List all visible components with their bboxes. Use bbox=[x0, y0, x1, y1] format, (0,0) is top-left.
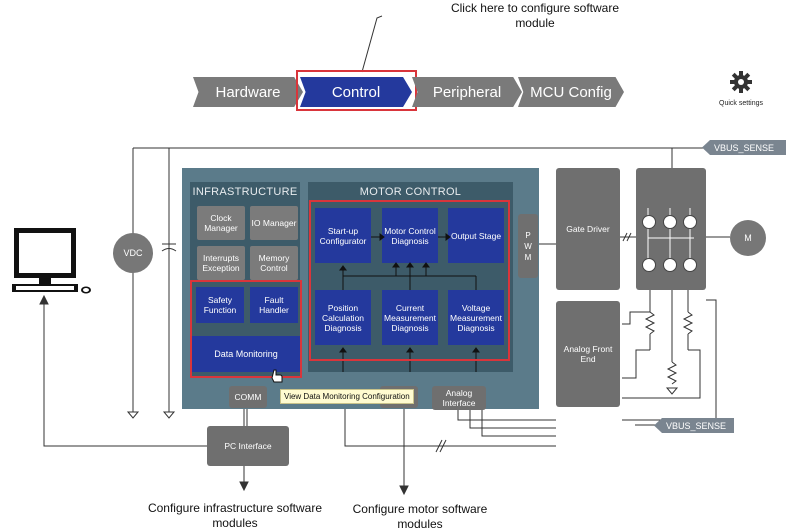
mosfet-icon bbox=[642, 258, 656, 272]
analog-front-end-box: Analog Front End bbox=[556, 301, 620, 407]
step-control[interactable]: Control bbox=[300, 77, 412, 107]
motor-circle: M bbox=[730, 220, 766, 256]
pwm-block[interactable]: P W M bbox=[518, 214, 538, 278]
comm-box[interactable]: COMM bbox=[229, 386, 267, 408]
gear-icon bbox=[730, 71, 752, 93]
clock-manager-box[interactable]: Clock Manager bbox=[197, 206, 245, 240]
motor-control-title: MOTOR CONTROL bbox=[359, 186, 462, 198]
analog-interface-box[interactable]: Analog Interface bbox=[432, 386, 486, 410]
infrastructure-title: INFRASTRUCTURE bbox=[192, 186, 298, 198]
output-stage-box[interactable]: Output Stage bbox=[448, 208, 504, 263]
data-monitoring-box[interactable]: Data Monitoring bbox=[192, 336, 300, 372]
mosfet-icon bbox=[663, 258, 677, 272]
voltage-measurement-box[interactable]: Voltage Measurement Diagnosis bbox=[448, 290, 504, 345]
data-monitoring-tooltip: View Data Monitoring Configuration bbox=[280, 389, 414, 404]
quick-settings-button[interactable]: Quick settings bbox=[712, 70, 770, 107]
quick-settings-label: Quick settings bbox=[719, 100, 763, 107]
step-peripheral[interactable]: Peripheral bbox=[412, 77, 522, 107]
motor-callout: Configure motor software modules bbox=[352, 502, 488, 531]
step-hardware[interactable]: Hardware bbox=[193, 77, 303, 107]
motor-control-arrows bbox=[339, 233, 480, 372]
computer-icon bbox=[12, 228, 91, 294]
mosfet-icon bbox=[642, 215, 656, 229]
vbus-sense-tag-bottom: VBUS_SENSE bbox=[654, 418, 734, 433]
position-calculation-box[interactable]: Position Calculation Diagnosis bbox=[315, 290, 371, 345]
vdc-source: VDC bbox=[113, 233, 153, 273]
mosfet-icon bbox=[683, 258, 697, 272]
vbus-sense-tag-top: VBUS_SENSE bbox=[702, 140, 786, 155]
interrupts-box[interactable]: Interrupts Exception bbox=[197, 246, 245, 280]
hand-cursor-icon bbox=[271, 369, 283, 383]
mosfet-icon bbox=[683, 215, 697, 229]
safety-function-box[interactable]: Safety Function bbox=[196, 287, 244, 323]
mosfet-icon bbox=[663, 215, 677, 229]
pc-interface-box[interactable]: PC Interface bbox=[207, 426, 289, 466]
gate-driver-box: Gate Driver bbox=[556, 168, 620, 290]
infrastructure-callout: Configure infrastructure software module… bbox=[147, 501, 323, 530]
step-mcu-config[interactable]: MCU Config bbox=[518, 77, 624, 107]
startup-configurator-box[interactable]: Start-up Configurator bbox=[315, 208, 371, 263]
motor-control-highlight bbox=[309, 200, 510, 361]
io-manager-box[interactable]: IO Manager bbox=[250, 206, 298, 240]
configure-software-callout: Click here to configure software module bbox=[450, 1, 620, 30]
memory-control-box[interactable]: Memory Control bbox=[250, 246, 298, 280]
control-step-highlight bbox=[296, 70, 417, 111]
motor-control-diagnosis-box[interactable]: Motor Control Diagnosis bbox=[382, 208, 438, 263]
current-measurement-box[interactable]: Current Measurement Diagnosis bbox=[382, 290, 438, 345]
infrastructure-highlight bbox=[190, 280, 302, 378]
fault-handler-box[interactable]: Fault Handler bbox=[250, 287, 298, 323]
